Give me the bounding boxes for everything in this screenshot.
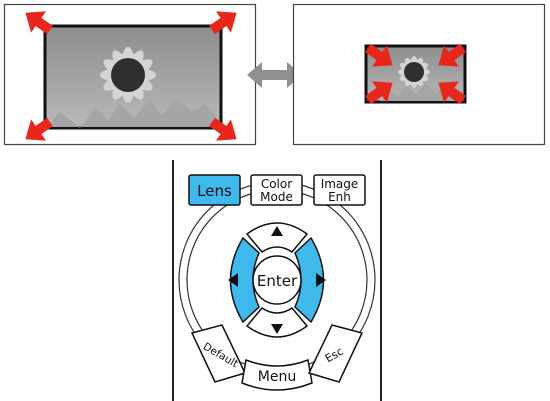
projected-image-large — [43, 24, 223, 130]
left-arrow-icon — [228, 273, 238, 287]
left-button[interactable] — [228, 236, 260, 324]
down-arrow-icon — [271, 324, 283, 334]
up-button[interactable] — [245, 222, 309, 253]
color-mode-label-2: Mode — [260, 190, 293, 204]
default-button[interactable]: Default — [190, 324, 247, 383]
right-button[interactable] — [294, 236, 326, 324]
image-enh-label-2: Enh — [328, 190, 351, 204]
lens-button[interactable]: Lens — [188, 174, 241, 206]
image-enh-label-1: Image — [321, 177, 359, 191]
down-button[interactable] — [245, 307, 309, 338]
color-mode-button[interactable]: Color Mode — [250, 174, 303, 206]
color-mode-label-1: Color — [261, 177, 292, 191]
remote-control: Lens Color Mode Image Enh — [172, 160, 382, 401]
image-enh-button[interactable]: Image Enh — [313, 174, 366, 206]
large-image-panel — [3, 2, 257, 150]
enter-button-label: Enter — [257, 272, 298, 290]
esc-button[interactable]: Esc — [307, 324, 364, 383]
right-arrow-icon — [316, 273, 326, 287]
menu-button[interactable]: Menu — [241, 358, 313, 391]
enter-button[interactable]: Enter — [252, 255, 302, 305]
menu-button-label: Menu — [258, 369, 296, 385]
small-image-panel — [292, 3, 546, 146]
up-arrow-icon — [271, 226, 283, 236]
compare-double-arrow-icon — [247, 62, 302, 88]
lens-button-label: Lens — [197, 182, 232, 200]
